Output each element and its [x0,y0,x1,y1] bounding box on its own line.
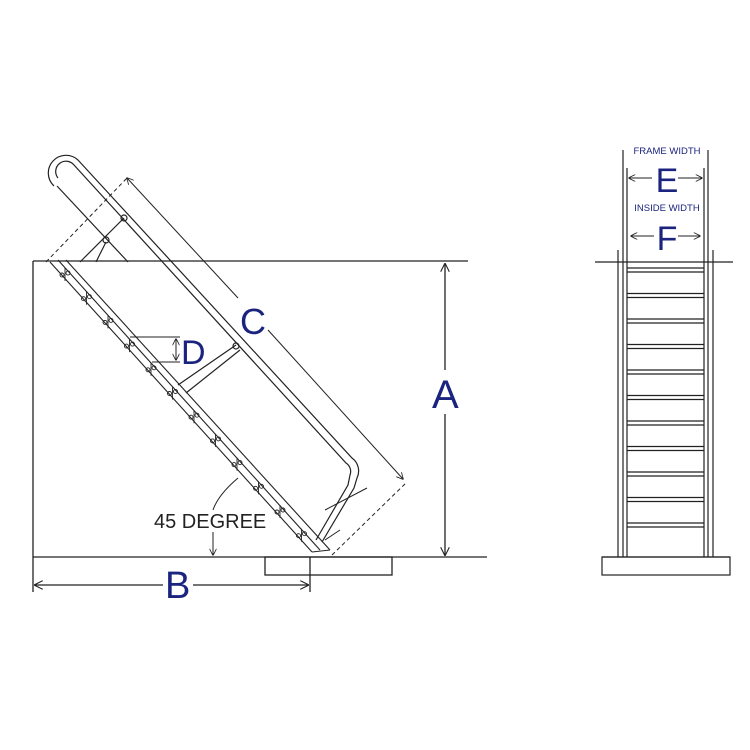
side-view: C D A B 45 DEGREE [32,154,487,607]
bolt [167,391,172,396]
dim-b-label: B [165,565,190,607]
front-stringers [617,150,714,557]
dim-d-label: D [181,334,206,372]
bolt [108,317,114,323]
bolt [280,507,286,513]
base-plate [264,556,393,576]
inside-width-label: INSIDE WIDTH [634,203,700,214]
bolt [87,294,92,300]
bolt [231,462,237,468]
dim-c-label: C [240,301,266,342]
bolt [237,460,243,466]
bolt [188,414,194,420]
bolt [130,341,135,347]
handrail [47,154,360,543]
angle-note: 45 DEGREE [154,511,266,533]
bolt [210,438,215,444]
bolt [124,343,129,349]
front-base-plate [601,556,731,576]
bolt [102,319,108,325]
dim-f-label: F [657,220,678,258]
bolt [259,483,264,489]
front-view [595,150,733,576]
dim-a-label: A [432,373,459,417]
dim-e-label: E [656,162,679,200]
dimension-c [45,178,408,556]
bolt [81,296,86,302]
bolt [59,272,65,278]
dimension-d [130,336,180,363]
bolt [274,509,280,515]
bolt [173,389,178,394]
angle-arc [212,477,239,511]
bolt [216,436,221,442]
bolt [302,531,307,537]
bolt [145,367,151,373]
bolt [194,412,200,418]
stair-stringer [49,259,336,558]
bolt [65,270,71,276]
bolt [296,533,301,539]
bolt [151,365,157,371]
frame-width-label: FRAME WIDTH [633,146,700,157]
bolt [253,485,258,491]
stringer-bolts [59,268,307,542]
front-treads [627,267,704,528]
